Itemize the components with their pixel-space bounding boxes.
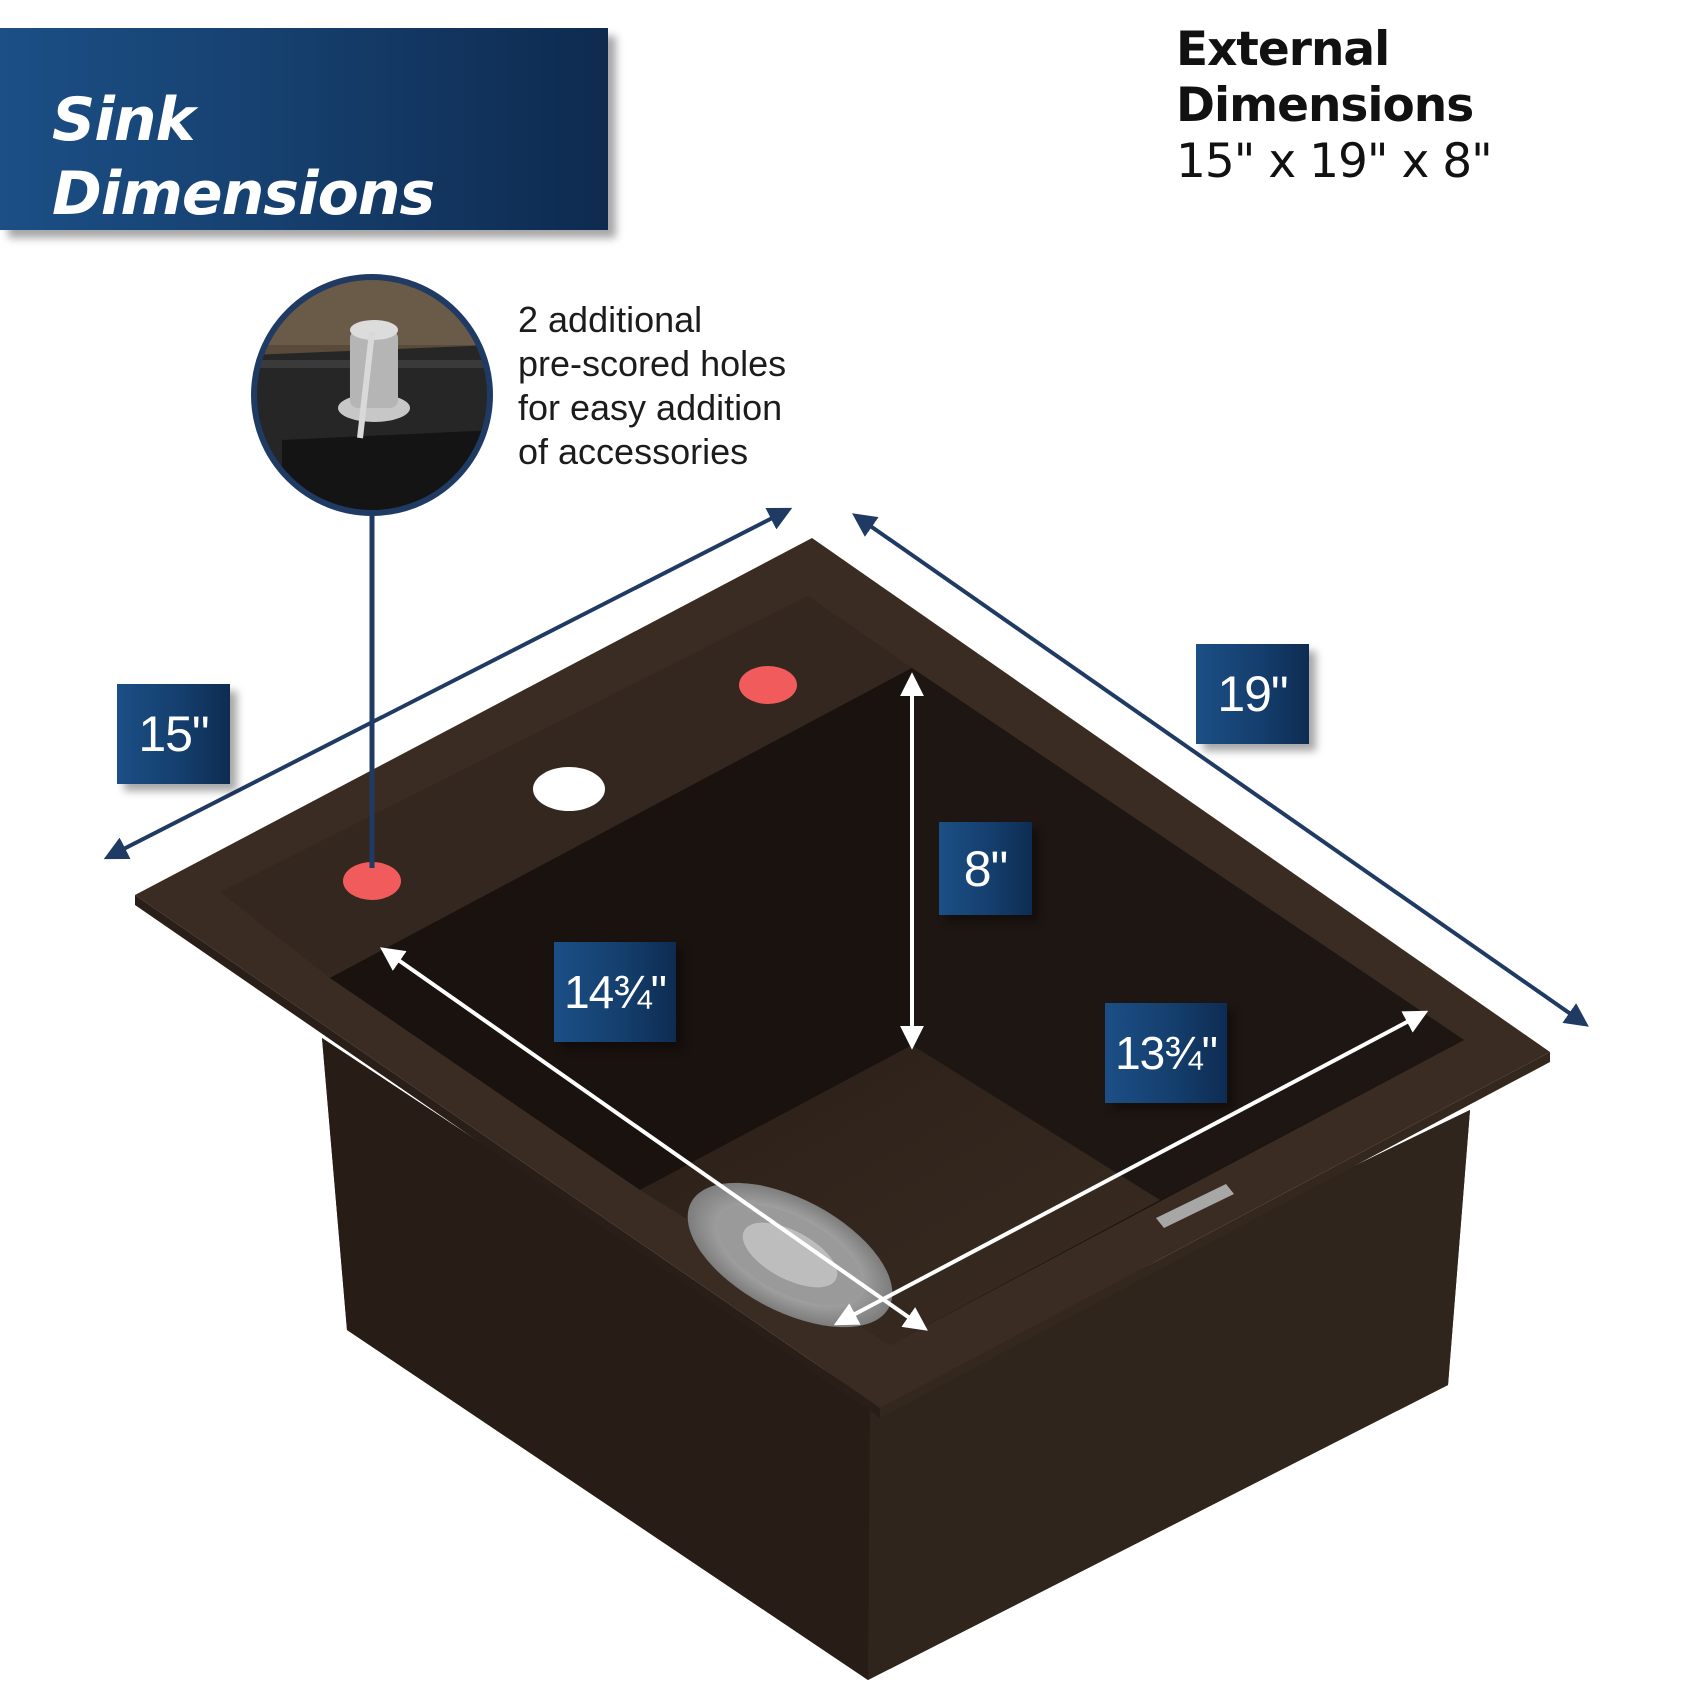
title-line-2: Dimensions bbox=[52, 159, 435, 229]
callout-line-1: 2 additional bbox=[518, 299, 703, 340]
inner-length-badge: 14¾" bbox=[554, 942, 676, 1042]
callout-line-2: pre-scored holes bbox=[518, 343, 787, 384]
faucet-hole bbox=[533, 767, 605, 811]
soap-dispenser-body bbox=[350, 330, 398, 408]
prescored-hole-left bbox=[343, 862, 401, 900]
inset-border bbox=[251, 274, 493, 516]
page-title: Sink Dimensions bbox=[52, 83, 435, 231]
length-arrow bbox=[852, 513, 1589, 1027]
callout-text: 2 additional pre-scored holes for easy a… bbox=[518, 298, 786, 474]
external-dimensions-heading: External Dimensions bbox=[1176, 22, 1474, 133]
inset-detail bbox=[251, 274, 493, 516]
external-dimensions-value: 15" x 19" x 8" bbox=[1176, 134, 1493, 189]
length-badge: 19" bbox=[1196, 644, 1309, 744]
width-badge: 15" bbox=[117, 684, 230, 784]
title-line-1: Sink bbox=[52, 85, 195, 155]
depth-badge: 8" bbox=[939, 822, 1032, 915]
callout-line-3: for easy addition bbox=[518, 387, 783, 428]
inner-width-arrow bbox=[833, 1010, 1429, 1326]
title-banner: Sink Dimensions bbox=[0, 28, 608, 230]
inner-width-badge: 13¾" bbox=[1105, 1003, 1227, 1103]
prescored-hole-right bbox=[739, 666, 797, 704]
callout-line-4: of accessories bbox=[518, 431, 749, 472]
width-arrow bbox=[103, 507, 793, 860]
external-dimensions: External Dimensions 15" x 19" x 8" bbox=[1176, 22, 1690, 190]
soap-dispenser-nozzle bbox=[357, 331, 375, 439]
